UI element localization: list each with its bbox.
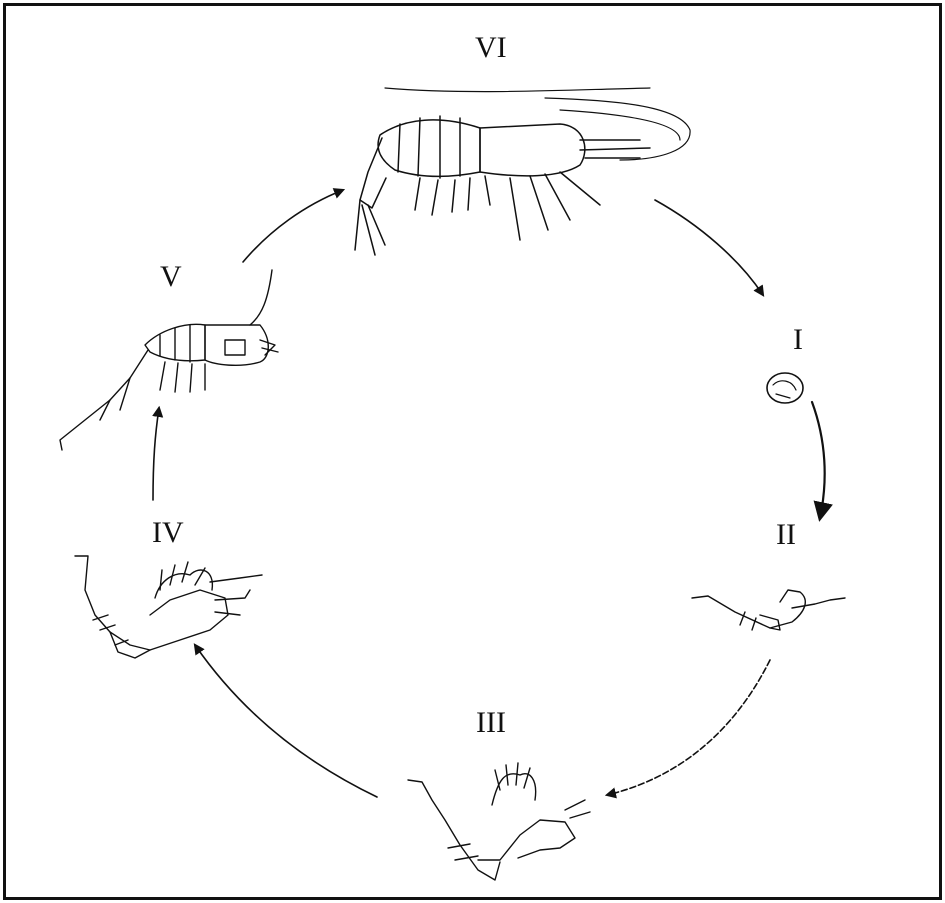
arrow-vi-to-i (655, 200, 763, 295)
adult-shrimp-drawing (355, 88, 690, 255)
stage-label-vi: VI (475, 33, 507, 63)
arrow-i-to-ii (812, 402, 825, 518)
stage-label-ii: II (776, 520, 796, 550)
stage-label-iv: IV (152, 518, 184, 548)
arrow-iv-to-v (153, 408, 159, 500)
nauplius-drawing (692, 590, 845, 630)
arrow-v-to-vi (243, 190, 343, 262)
egg-drawing (767, 373, 803, 403)
mysis-drawing (75, 556, 262, 658)
stage-label-v: V (160, 262, 182, 292)
stage-label-iii: III (476, 708, 506, 738)
postlarva-drawing (60, 270, 278, 450)
arrow-iii-to-iv (195, 645, 377, 797)
stage-label-i: I (793, 325, 803, 355)
arrow-ii-to-iii (607, 660, 770, 795)
zoea-drawing (408, 763, 590, 880)
